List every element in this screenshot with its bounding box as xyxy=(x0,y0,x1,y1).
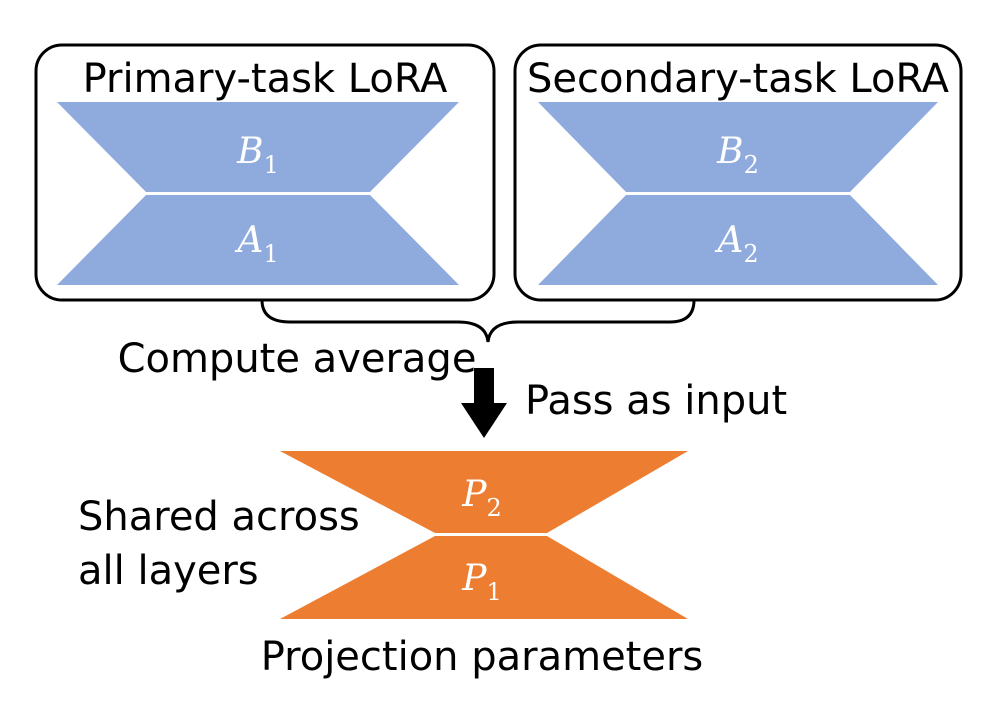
secondary-lora-frame xyxy=(513,43,963,302)
all-layers-label: all layers xyxy=(78,548,259,594)
projection-parameters: P2 P1 xyxy=(280,451,688,619)
secondary-lora-title: Secondary-task LoRA xyxy=(527,56,950,102)
primary-lora-title: Primary-task LoRA xyxy=(83,56,448,102)
pass-as-input-label: Pass as input xyxy=(525,378,787,424)
projection-p1-shape xyxy=(280,536,688,619)
projection-parameters-caption: Projection parameters xyxy=(261,634,704,680)
primary-a-matrix-shape xyxy=(57,195,459,285)
compute-average-label: Compute average xyxy=(118,336,477,382)
primary-lora-panel: Primary-task LoRA B1 A1 xyxy=(34,43,496,302)
secondary-b-matrix-shape xyxy=(538,102,938,192)
primary-a-matrix-label: A1 xyxy=(234,220,278,268)
average-brace xyxy=(260,299,696,343)
primary-b-matrix-label: B1 xyxy=(236,131,279,179)
projection-p1-label: P1 xyxy=(461,558,502,606)
primary-lora-frame xyxy=(34,43,496,302)
shared-across-label: Shared across xyxy=(78,494,360,540)
secondary-a-matrix-label: A2 xyxy=(714,220,758,268)
down-arrow-icon xyxy=(461,368,507,438)
secondary-b-matrix-label: B2 xyxy=(716,131,759,179)
primary-b-matrix-shape xyxy=(57,102,459,192)
projection-p2-label: P2 xyxy=(461,474,502,522)
projection-p2-shape xyxy=(280,451,688,533)
secondary-lora-panel: Secondary-task LoRA B2 A2 xyxy=(513,43,963,302)
secondary-a-matrix-shape xyxy=(538,195,938,285)
